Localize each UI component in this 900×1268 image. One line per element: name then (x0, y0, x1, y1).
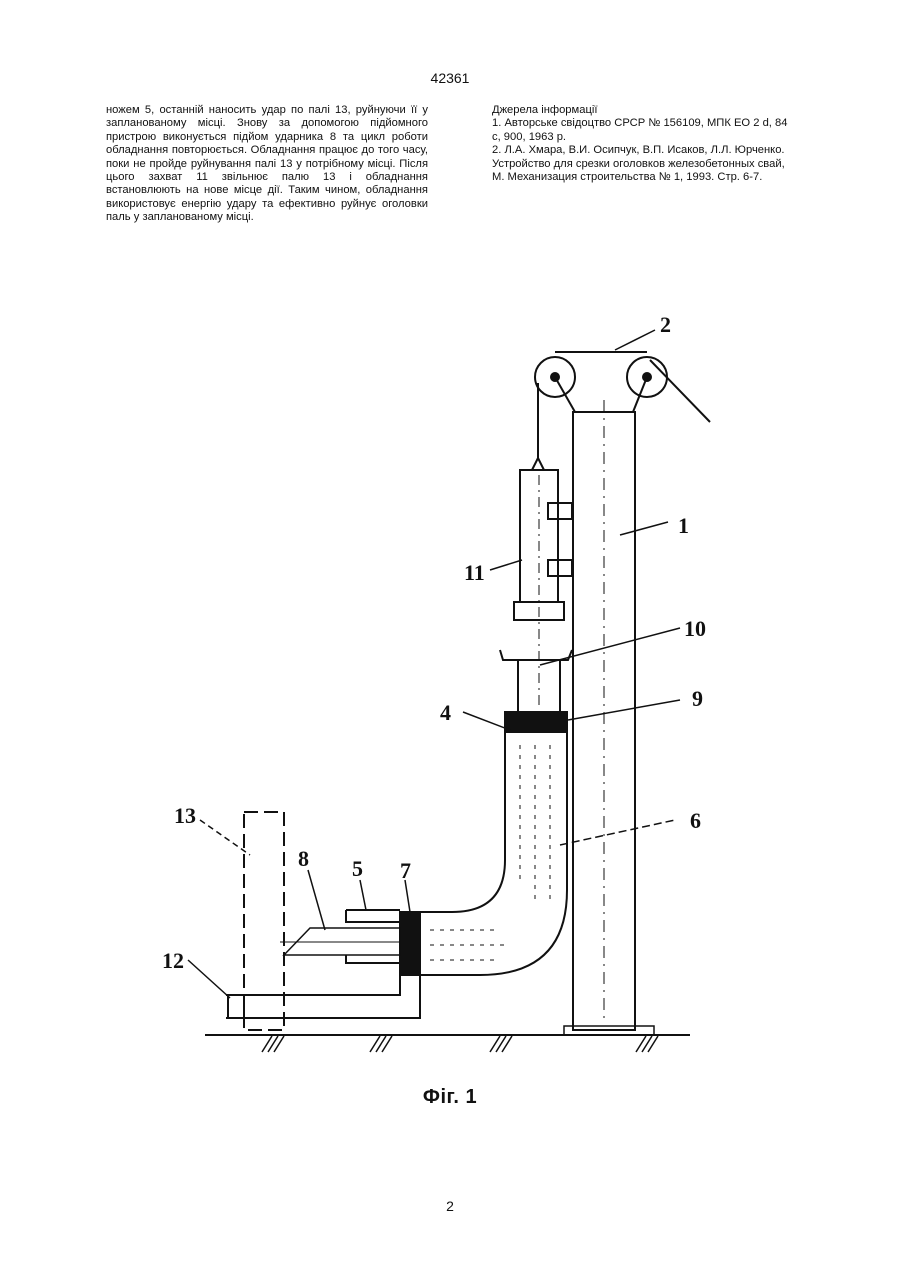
label-7: 7 (400, 858, 411, 883)
label-5: 5 (352, 856, 363, 881)
technical-drawing: 1 2 4 5 6 7 8 9 10 11 12 13 (0, 300, 900, 1100)
collar-9 (505, 712, 567, 732)
label-12: 12 (162, 948, 184, 973)
knife-5-upper (346, 910, 400, 922)
label-2: 2 (660, 312, 671, 337)
source-item-1: 1. Авторське свідоцтво СРСР № 156109, МП… (492, 117, 792, 144)
page-number: 2 (0, 1198, 900, 1214)
left-text-column: ножем 5, останній наносить удар по палі … (106, 104, 428, 225)
pulley-left-brace (555, 377, 575, 412)
patent-number: 42361 (0, 70, 900, 86)
leader-10 (540, 628, 680, 665)
label-1: 1 (678, 513, 689, 538)
sources-heading: Джерела інформації (492, 104, 792, 117)
label-4: 4 (440, 700, 451, 725)
hammer-top-cap (532, 458, 544, 470)
catcher-tray (500, 650, 572, 660)
label-8: 8 (298, 846, 309, 871)
source-item-2: 2. Л.А. Хмара, В.И. Осипчук, В.П. Исаков… (492, 144, 792, 184)
leader-2 (615, 330, 655, 350)
leader-9 (568, 700, 680, 720)
leader-13 (200, 820, 250, 855)
leader-1 (620, 522, 668, 535)
pile-13 (244, 812, 284, 1030)
frame-12 (226, 975, 420, 1018)
figure-caption: Фіг. 1 (0, 1086, 900, 1109)
leader-8 (308, 870, 325, 930)
label-9: 9 (692, 686, 703, 711)
leader-6 (560, 820, 675, 845)
bent-pipe-outer (420, 732, 567, 975)
label-10: 10 (684, 616, 706, 641)
frame-12-clamp (228, 995, 244, 1018)
pipe-fill-strokes (430, 745, 550, 960)
leader-5 (360, 880, 366, 910)
leader-11 (490, 560, 522, 570)
ground-hatch (262, 1036, 658, 1052)
block-7 (400, 912, 420, 975)
leader-12 (188, 960, 230, 998)
label-11: 11 (464, 560, 485, 585)
hammer-clamp-lower (548, 560, 572, 576)
bent-pipe-inner (420, 732, 505, 912)
knife-5-lower (346, 955, 400, 963)
cable-out (650, 360, 710, 422)
label-13: 13 (174, 803, 196, 828)
leader-7 (405, 880, 410, 912)
sources-column: Джерела інформації 1. Авторське свідоцтв… (492, 104, 792, 184)
pulley-right-brace (633, 377, 647, 412)
label-6: 6 (690, 808, 701, 833)
hammer-clamp-upper (548, 503, 572, 519)
leader-4 (463, 712, 510, 730)
left-column-text: ножем 5, останній наносить удар по палі … (106, 104, 428, 225)
